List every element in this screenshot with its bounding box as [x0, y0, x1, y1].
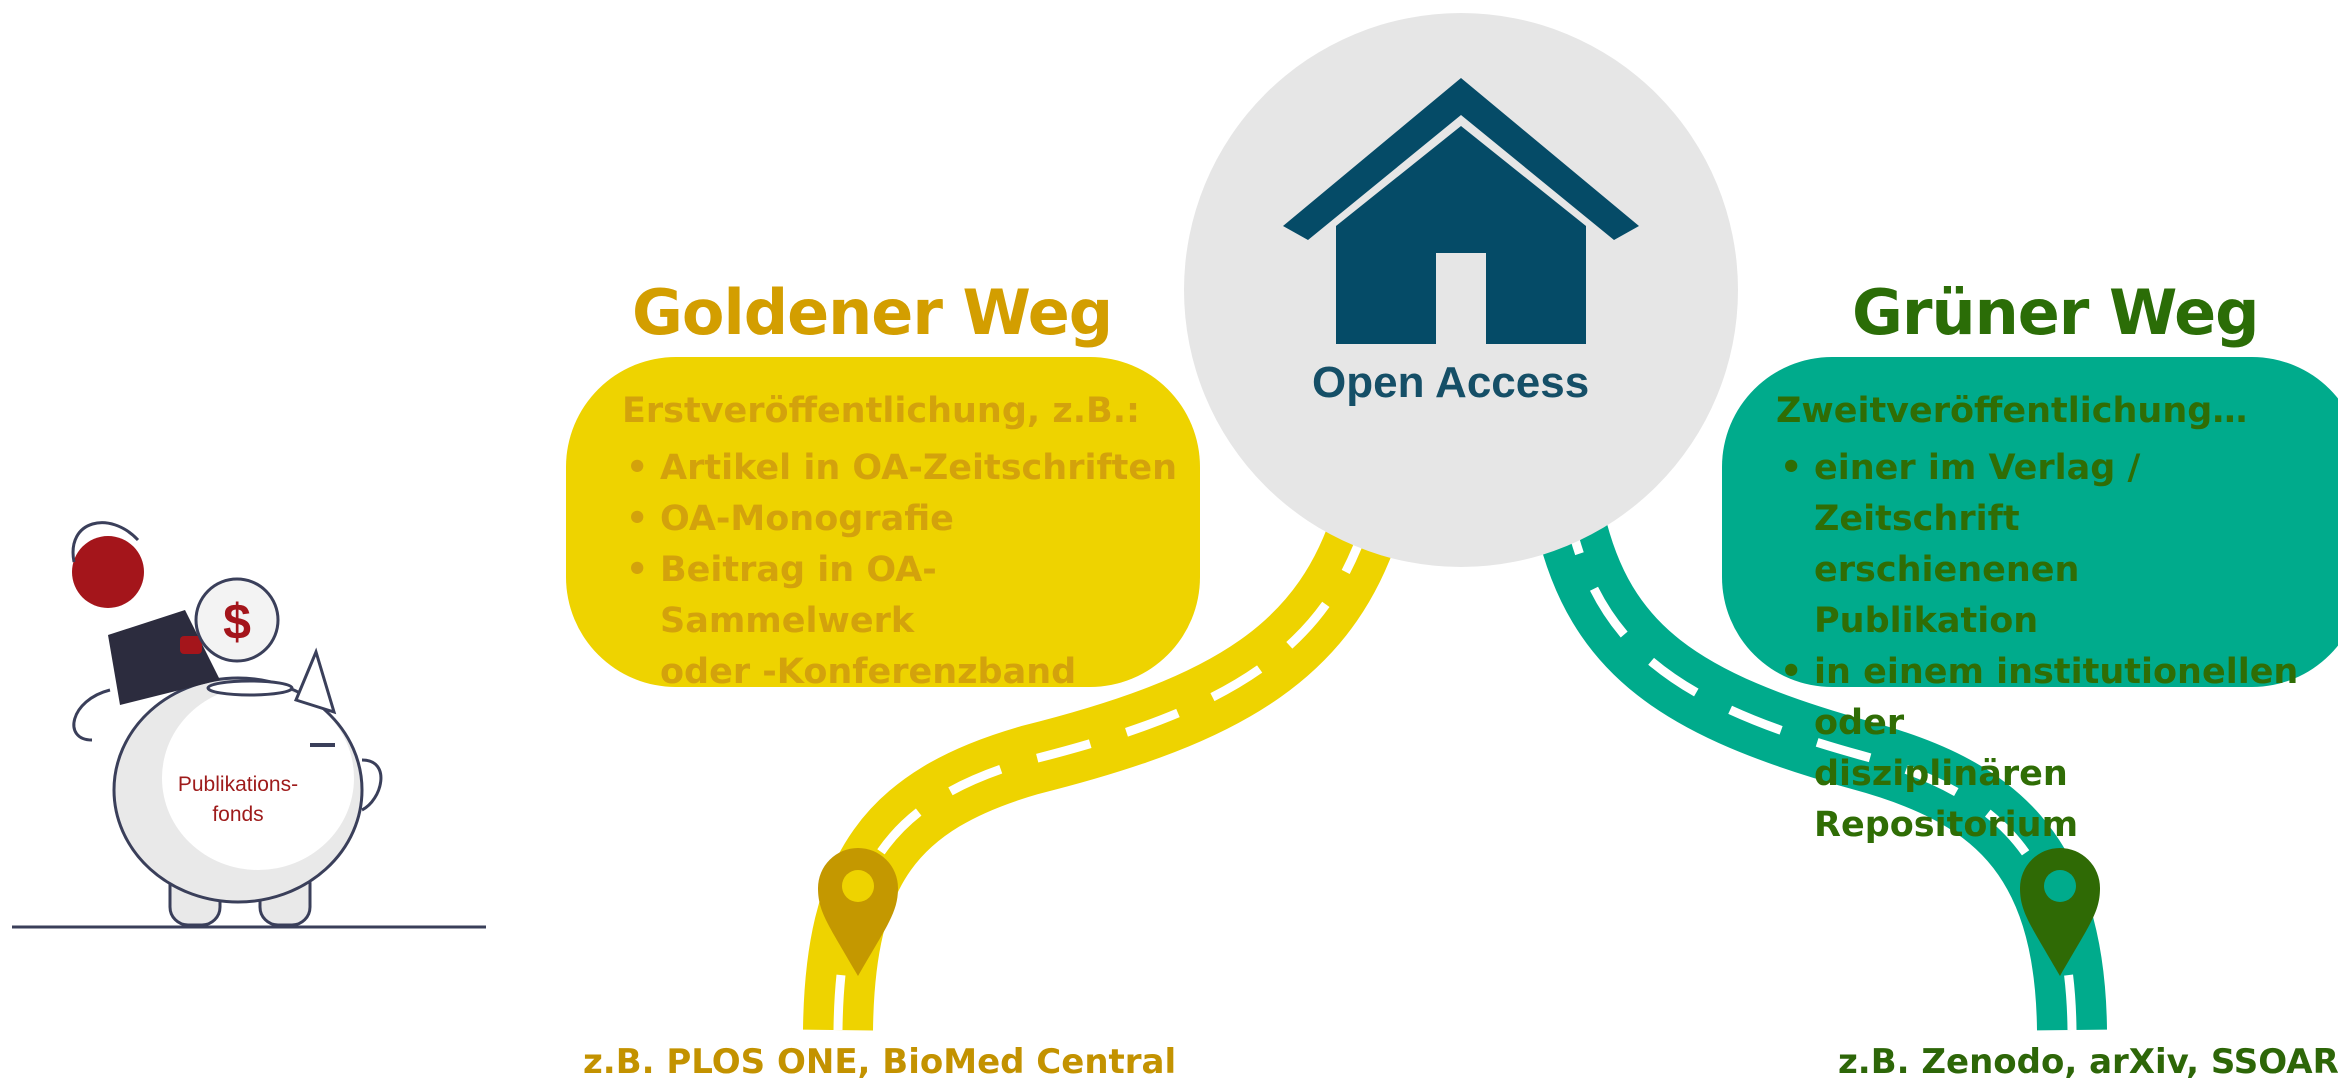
- bullet: •: [1780, 652, 1803, 692]
- golden-route-item-text: OA-Monografie: [660, 499, 954, 539]
- golden-route-list: • Artikel in OA-Zeitschriften • OA-Monogra…: [622, 443, 1177, 698]
- dollar-coin-icon: [194, 577, 280, 663]
- green-location-pin-icon: [2020, 848, 2100, 976]
- golden-location-pin-icon: [818, 848, 898, 976]
- golden-route-item-text: Beitrag in OA-Sammelwerk oder -Konferenz…: [660, 550, 1077, 692]
- golden-route-title: Goldener Weg: [632, 276, 1113, 349]
- green-route-title: Grüner Weg: [1852, 276, 2260, 349]
- green-route-examples: z.B. Zenodo, arXiv, SSOAR: [1838, 1042, 2338, 1082]
- golden-route-examples: z.B. PLOS ONE, BioMed Central: [583, 1042, 1177, 1082]
- golden-route-box: Erstveröffentlichung, z.B.: • Artikel in …: [566, 357, 1200, 692]
- golden-route-item: • OA-Monografie: [622, 494, 1144, 545]
- green-route-intro: Zweitveröffentlichung…: [1776, 391, 2248, 431]
- golden-route-item-text: Artikel in OA-Zeitschriften: [660, 448, 1178, 488]
- green-route-item-text: einer im Verlag / Zeitschrift erschienen…: [1814, 448, 2141, 641]
- publication-fund-label: Publikations- fonds: [177, 773, 299, 826]
- golden-route-intro: Erstveröffentlichung, z.B.:: [622, 391, 1140, 431]
- open-access-label: Open Access: [1312, 358, 1590, 407]
- house-icon: [1283, 78, 1639, 344]
- golden-route-item: • Artikel in OA-Zeitschriften: [622, 443, 1177, 494]
- green-route-item-text: in einem institutionellen oder disziplin…: [1814, 652, 2299, 845]
- green-route-list: • einer im Verlag / Zeitschrift erschiene…: [1776, 443, 2308, 851]
- green-route-box: Zweitveröffentlichung… • einer im Verlag …: [1722, 357, 2338, 845]
- green-route-item: • einer im Verlag / Zeitschrift erschiene…: [1776, 443, 2308, 647]
- bullet: •: [1780, 448, 1803, 488]
- bullet: •: [626, 550, 649, 590]
- green-route-item: • in einem institutionellen oder diszipli…: [1776, 647, 2308, 851]
- piggy-bank-illustration: $: [12, 521, 486, 929]
- bullet: •: [626, 499, 649, 539]
- coin-symbol: $: [223, 594, 251, 650]
- bullet: •: [626, 448, 649, 488]
- golden-route-item: • Beitrag in OA-Sammelwerk oder -Konferen…: [622, 545, 1144, 698]
